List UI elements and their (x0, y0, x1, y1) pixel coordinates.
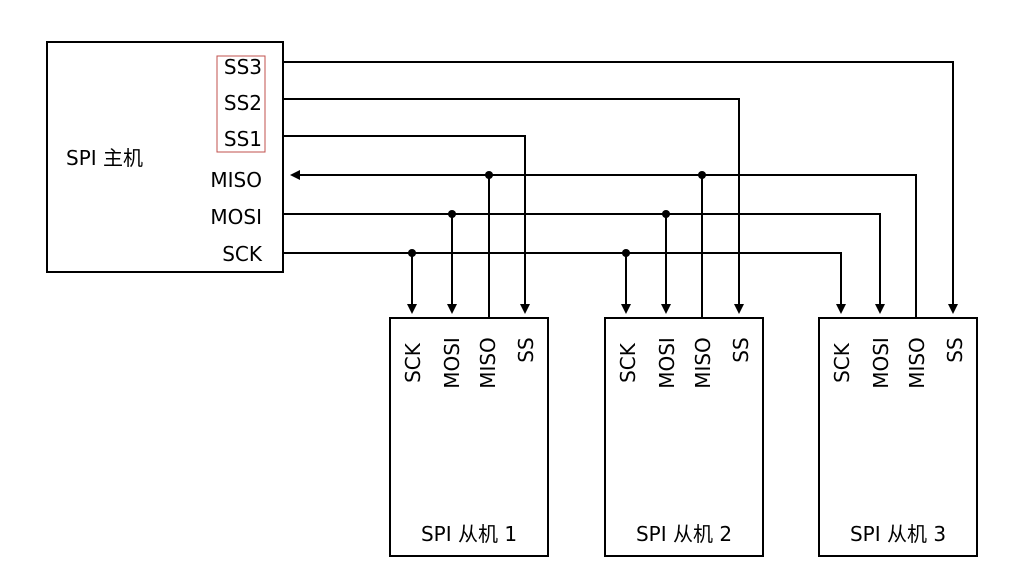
wire-mosi-bus (283, 213, 885, 314)
wire-sck-bus (283, 252, 846, 314)
master-box (46, 41, 284, 273)
slave-2-box (604, 317, 764, 557)
master-pin-ss2: SS2 (224, 91, 262, 115)
slave-1-pin-mosi: MOSI (440, 337, 464, 389)
slave-3-title: SPI 从机 3 (850, 522, 946, 546)
master-block: SPI 主机 SS3 SS2 SS1 MISO MOSI SCK (46, 41, 284, 273)
slave-3-pin-miso: MISO (905, 337, 929, 389)
slave-2-block: SCK MOSI MISO SS SPI 从机 2 (604, 317, 764, 557)
wire-ss2 (283, 98, 744, 314)
master-pin-sck: SCK (222, 242, 263, 266)
ss-group-highlight (216, 55, 266, 153)
slave-2-pin-miso: MISO (691, 337, 715, 389)
slave-1-pin-sck: SCK (401, 342, 425, 383)
slave-1-pin-ss: SS (514, 337, 538, 362)
miso-junction-2 (698, 171, 706, 179)
master-pin-ss1: SS1 (224, 127, 262, 151)
wire-miso-bus (290, 170, 917, 318)
sck-junction-2 (622, 249, 630, 257)
slave-1-block: SCK MOSI MISO SS SPI 从机 1 (389, 317, 549, 557)
slave-1-box (389, 317, 549, 557)
slave-3-block: SCK MOSI MISO SS SPI 从机 3 (818, 317, 978, 557)
slave-1-pin-miso: MISO (476, 337, 500, 389)
slave-2-pin-ss: SS (729, 337, 753, 362)
master-title: SPI 主机 (66, 146, 143, 170)
slave-2-pin-sck: SCK (616, 342, 640, 383)
master-pin-mosi: MOSI (210, 205, 262, 229)
sck-junction-1 (408, 249, 416, 257)
slave-3-pin-mosi: MOSI (869, 337, 893, 389)
slave-2-title: SPI 从机 2 (636, 522, 732, 546)
master-pin-ss3: SS3 (224, 55, 262, 79)
miso-junction-1 (485, 171, 493, 179)
master-pin-miso: MISO (210, 168, 262, 192)
slave-3-pin-sck: SCK (830, 342, 854, 383)
slave-2-pin-mosi: MOSI (655, 337, 679, 389)
slave-1-title: SPI 从机 1 (421, 522, 517, 546)
slave-3-box (818, 317, 978, 557)
wire-ss3 (283, 61, 958, 314)
mosi-junction-2 (662, 210, 670, 218)
mosi-junction-1 (448, 210, 456, 218)
slave-3-pin-ss: SS (943, 337, 967, 362)
